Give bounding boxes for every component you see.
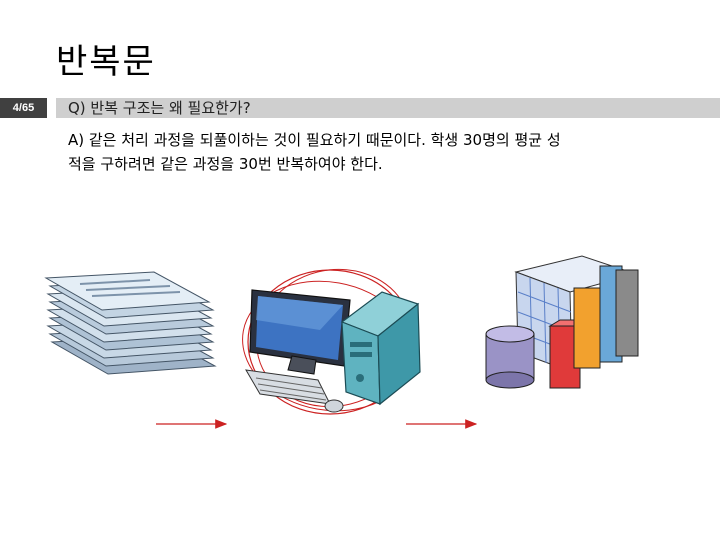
database-chart-icon — [485, 255, 639, 389]
computer-icon — [242, 268, 421, 415]
question-text: Q) 반복 구조는 왜 필요한가? — [68, 99, 251, 117]
paper-stack-icon — [44, 271, 217, 375]
answer-text: A) 같은 처리 과정을 되풀이하는 것이 필요하기 때문이다. 학생 30명의… — [68, 131, 561, 173]
page-number-badge: 4/65 — [0, 98, 47, 118]
question-bar — [56, 98, 720, 118]
slide-title: 반복문 — [56, 42, 156, 82]
